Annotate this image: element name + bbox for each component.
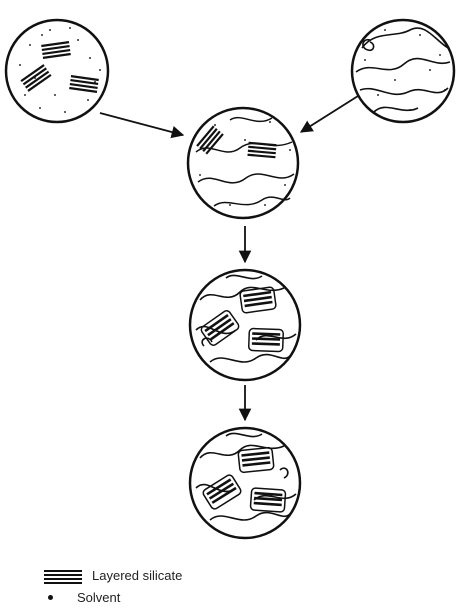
silicate-stack: [202, 474, 242, 510]
mixed-state-circle: [186, 106, 300, 220]
arrow-right-to-center: [299, 95, 359, 133]
legend-item-solvent: Solvent: [42, 590, 120, 605]
solvent-dots: [199, 121, 291, 206]
nanocomposite-circle: [188, 426, 302, 540]
layered-silicate-icon: [42, 569, 84, 584]
silicate-stack: [248, 327, 284, 353]
silicate-stack: [41, 41, 71, 59]
legend-item-layered-silicate: Layered silicate: [42, 568, 183, 584]
silicate-stack: [200, 310, 240, 346]
silicate-stack: [237, 446, 275, 474]
silicate-in-solvent-circle: [4, 18, 110, 124]
legend-label: Solvent: [77, 590, 121, 605]
legend-label: Layered silicate: [92, 568, 183, 583]
polymer-in-solvent-circle: [350, 18, 456, 124]
polymer-chains: [355, 27, 451, 113]
silicate-stack: [20, 64, 52, 92]
silicate-stack: [249, 487, 287, 513]
solvent-icon: [48, 595, 53, 600]
silicate-stack: [247, 141, 277, 159]
intercalated-circle: [188, 268, 302, 382]
silicate-stack: [69, 75, 99, 93]
silicate-stack: [196, 125, 224, 155]
silicate-stack: [239, 286, 277, 314]
solvent-dots: [19, 27, 101, 113]
arrow-left-to-center: [99, 112, 185, 139]
